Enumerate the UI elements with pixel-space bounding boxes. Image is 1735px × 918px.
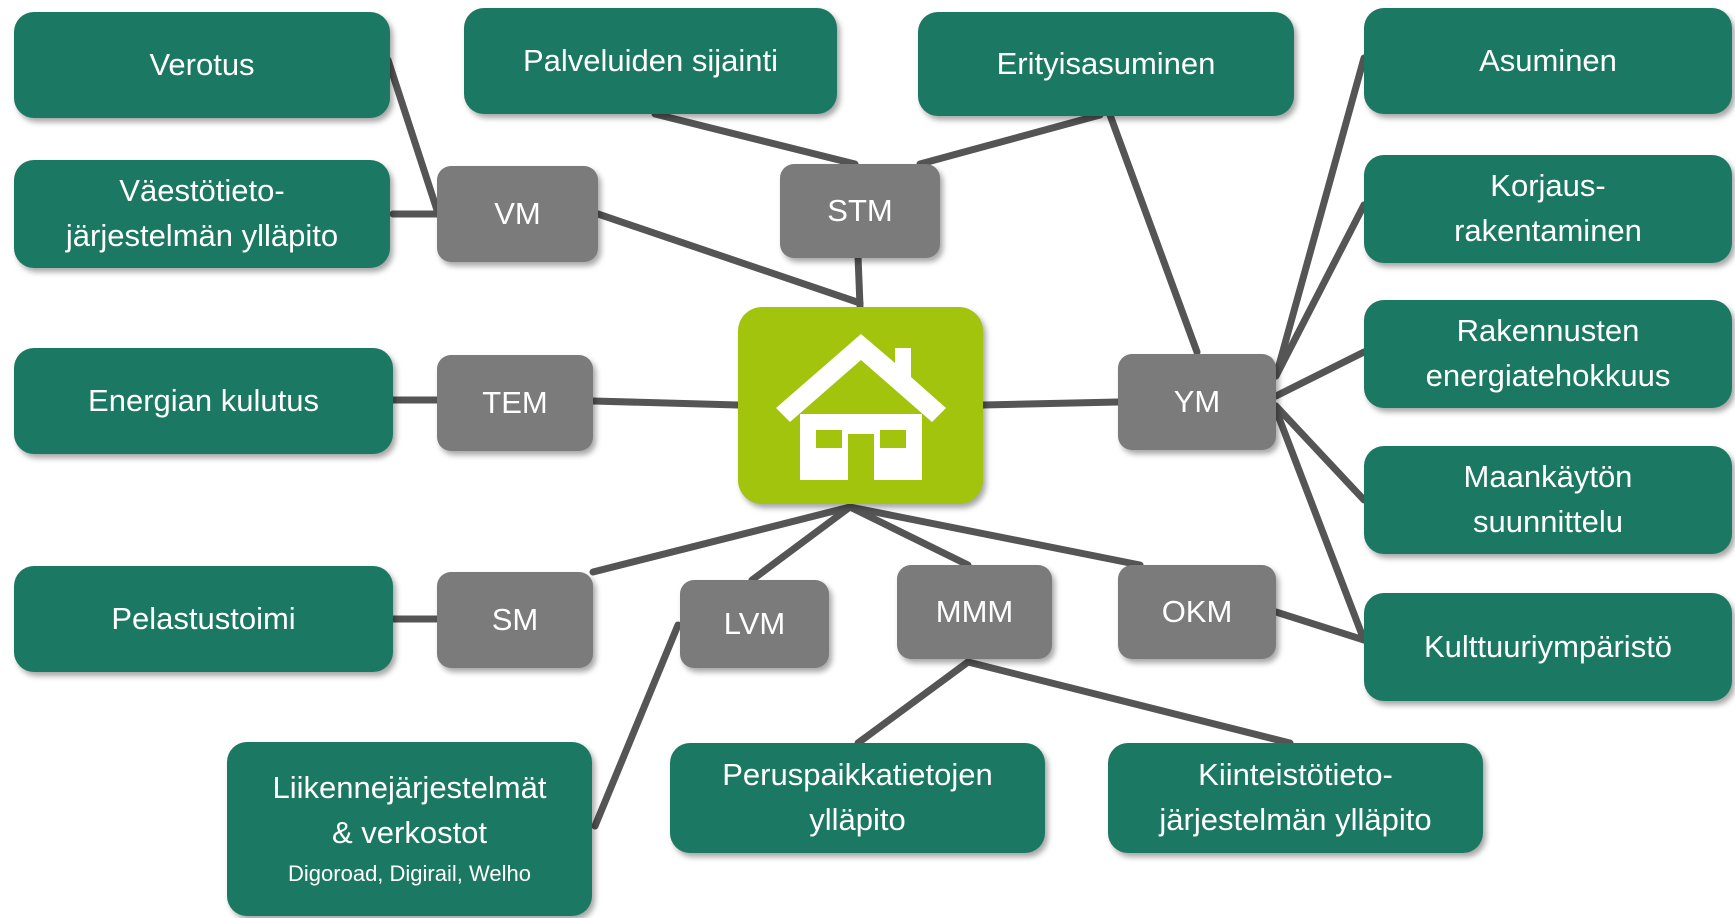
topic-asuminen-label: Asuminen [1479, 42, 1617, 78]
connector-ym-erityisasuminen [1106, 111, 1201, 356]
connector-ym-korjausrakentaminen [1272, 201, 1368, 380]
topic-maankaytto-line2: suunnittelu [1473, 504, 1623, 539]
ministry-mmm-label: MMM [935, 594, 1014, 629]
topic-verotus-label: Verotus [149, 46, 255, 82]
topic-korjausrakentaminen[interactable]: Korjaus- rakentaminen [1364, 155, 1732, 263]
ministry-lvm[interactable]: LVM [680, 580, 829, 668]
ministry-sm-label: SM [491, 602, 539, 637]
topic-kulttuuriymparisto-label: Kulttuuriympäristö [1423, 628, 1673, 664]
topic-palveluiden-sijainti[interactable]: Palveluiden sijainti [464, 8, 837, 114]
connector-ym-energiatehokkuus [1272, 348, 1368, 400]
topic-rakennusten-energiatehokkuus[interactable]: Rakennusten energiatehokkuus [1364, 300, 1732, 408]
connector-hub-mmm [846, 503, 972, 569]
topic-maankayton-suunnittelu[interactable]: Maankäytön suunnittelu [1364, 446, 1732, 554]
ministry-ym-label: YM [1173, 384, 1221, 419]
topic-pelastustoimi-label: Pelastustoimi [111, 600, 296, 636]
topic-vaestotieto-line2: järjestelmän ylläpito [65, 218, 339, 253]
connector-hub-ym [979, 398, 1122, 409]
topic-liikennejarjestelmat[interactable]: Liikennejärjestelmät & verkostot Digoroa… [227, 742, 592, 916]
ministry-ym[interactable]: YM [1118, 354, 1276, 450]
ministry-stm[interactable]: STM [780, 164, 940, 258]
hub-house [738, 307, 983, 504]
house-icon [775, 333, 946, 480]
connector-ym-maankaytto [1272, 402, 1368, 504]
topic-kulttuuriymparisto[interactable]: Kulttuuriympäristö [1364, 593, 1732, 701]
topic-liikenne-line3: Digoroad, Digirail, Welho [288, 861, 531, 887]
connector-stm-erityisasuminen [916, 111, 1104, 168]
ministry-mmm[interactable]: MMM [897, 565, 1052, 659]
connector-hub-sm [589, 503, 854, 576]
topic-erityisasuminen[interactable]: Erityisasuminen [918, 12, 1294, 116]
connector-hub-stm [854, 252, 864, 310]
connector-ym-asuminen [1272, 54, 1368, 380]
topic-kiinteistotieto-line2: järjestelmän ylläpito [1159, 802, 1432, 837]
ministry-lvm-label: LVM [723, 606, 786, 641]
topic-asuminen[interactable]: Asuminen [1364, 8, 1732, 114]
topic-pelastustoimi[interactable]: Pelastustoimi [14, 566, 393, 672]
topic-energian-kulutus[interactable]: Energian kulutus [14, 348, 393, 454]
ministry-stm-label: STM [827, 193, 893, 228]
topic-palveluiden-sijainti-label: Palveluiden sijainti [522, 42, 779, 78]
ministry-sm[interactable]: SM [437, 572, 593, 668]
connector-ym-kulttuuriymparisto [1272, 406, 1368, 644]
ministry-vm-label: VM [494, 196, 541, 231]
topic-maankaytto-line1: Maankäytön [1463, 459, 1633, 495]
topic-erityisasuminen-label: Erityisasuminen [996, 45, 1216, 81]
topic-peruspaikkatiedot-line2: ylläpito [809, 802, 906, 837]
topic-korjausrakentaminen-line2: rakentaminen [1454, 213, 1642, 248]
connector-mmm-kiinteistotieto [964, 658, 1294, 747]
topic-vaestotietojarjestelma[interactable]: Väestötieto- järjestelmän ylläpito [14, 160, 390, 268]
topic-vaestotieto-line1: Väestötieto- [119, 173, 285, 209]
connector-lvm-liikenne [591, 621, 682, 830]
ministry-tem-label: TEM [482, 385, 548, 420]
connector-hub-okm [846, 503, 1144, 569]
ministry-okm-label: OKM [1161, 594, 1233, 629]
connector-stm-palvelut [651, 110, 859, 168]
topic-kiinteistotieto-line1: Kiinteistötieto- [1198, 757, 1393, 793]
topic-peruspaikkatiedot-line1: Peruspaikkatietojen [722, 757, 993, 793]
topic-korjausrakentaminen-line1: Korjaus- [1490, 168, 1606, 204]
topic-energiatehokkuus-line1: Rakennusten [1456, 313, 1640, 349]
ministry-vm[interactable]: VM [437, 166, 598, 262]
topic-verotus[interactable]: Verotus [14, 12, 390, 118]
connector-vm-verotus [384, 56, 441, 214]
connector-mmm-peruspaikkatiedot [854, 658, 972, 747]
connector-hub-vm [594, 210, 864, 307]
topic-peruspaikkatiedot[interactable]: Peruspaikkatietojen ylläpito [670, 743, 1045, 853]
connector-okm-kulttuuriymparisto [1272, 608, 1368, 644]
ministry-okm[interactable]: OKM [1118, 565, 1276, 659]
connector-hub-lvm [748, 503, 854, 584]
connector-hub-tem [589, 397, 742, 409]
topic-liikenne-line2: & verkostot [331, 815, 488, 851]
topic-energiatehokkuus-line2: energiatehokkuus [1425, 358, 1671, 393]
topic-kiinteistotietojarjestelma[interactable]: Kiinteistötieto- järjestelmän ylläpito [1108, 743, 1483, 853]
topic-liikenne-line1: Liikennejärjestelmät [272, 770, 547, 806]
ministry-tem[interactable]: TEM [437, 355, 593, 451]
topic-energian-kulutus-label: Energian kulutus [88, 382, 319, 418]
